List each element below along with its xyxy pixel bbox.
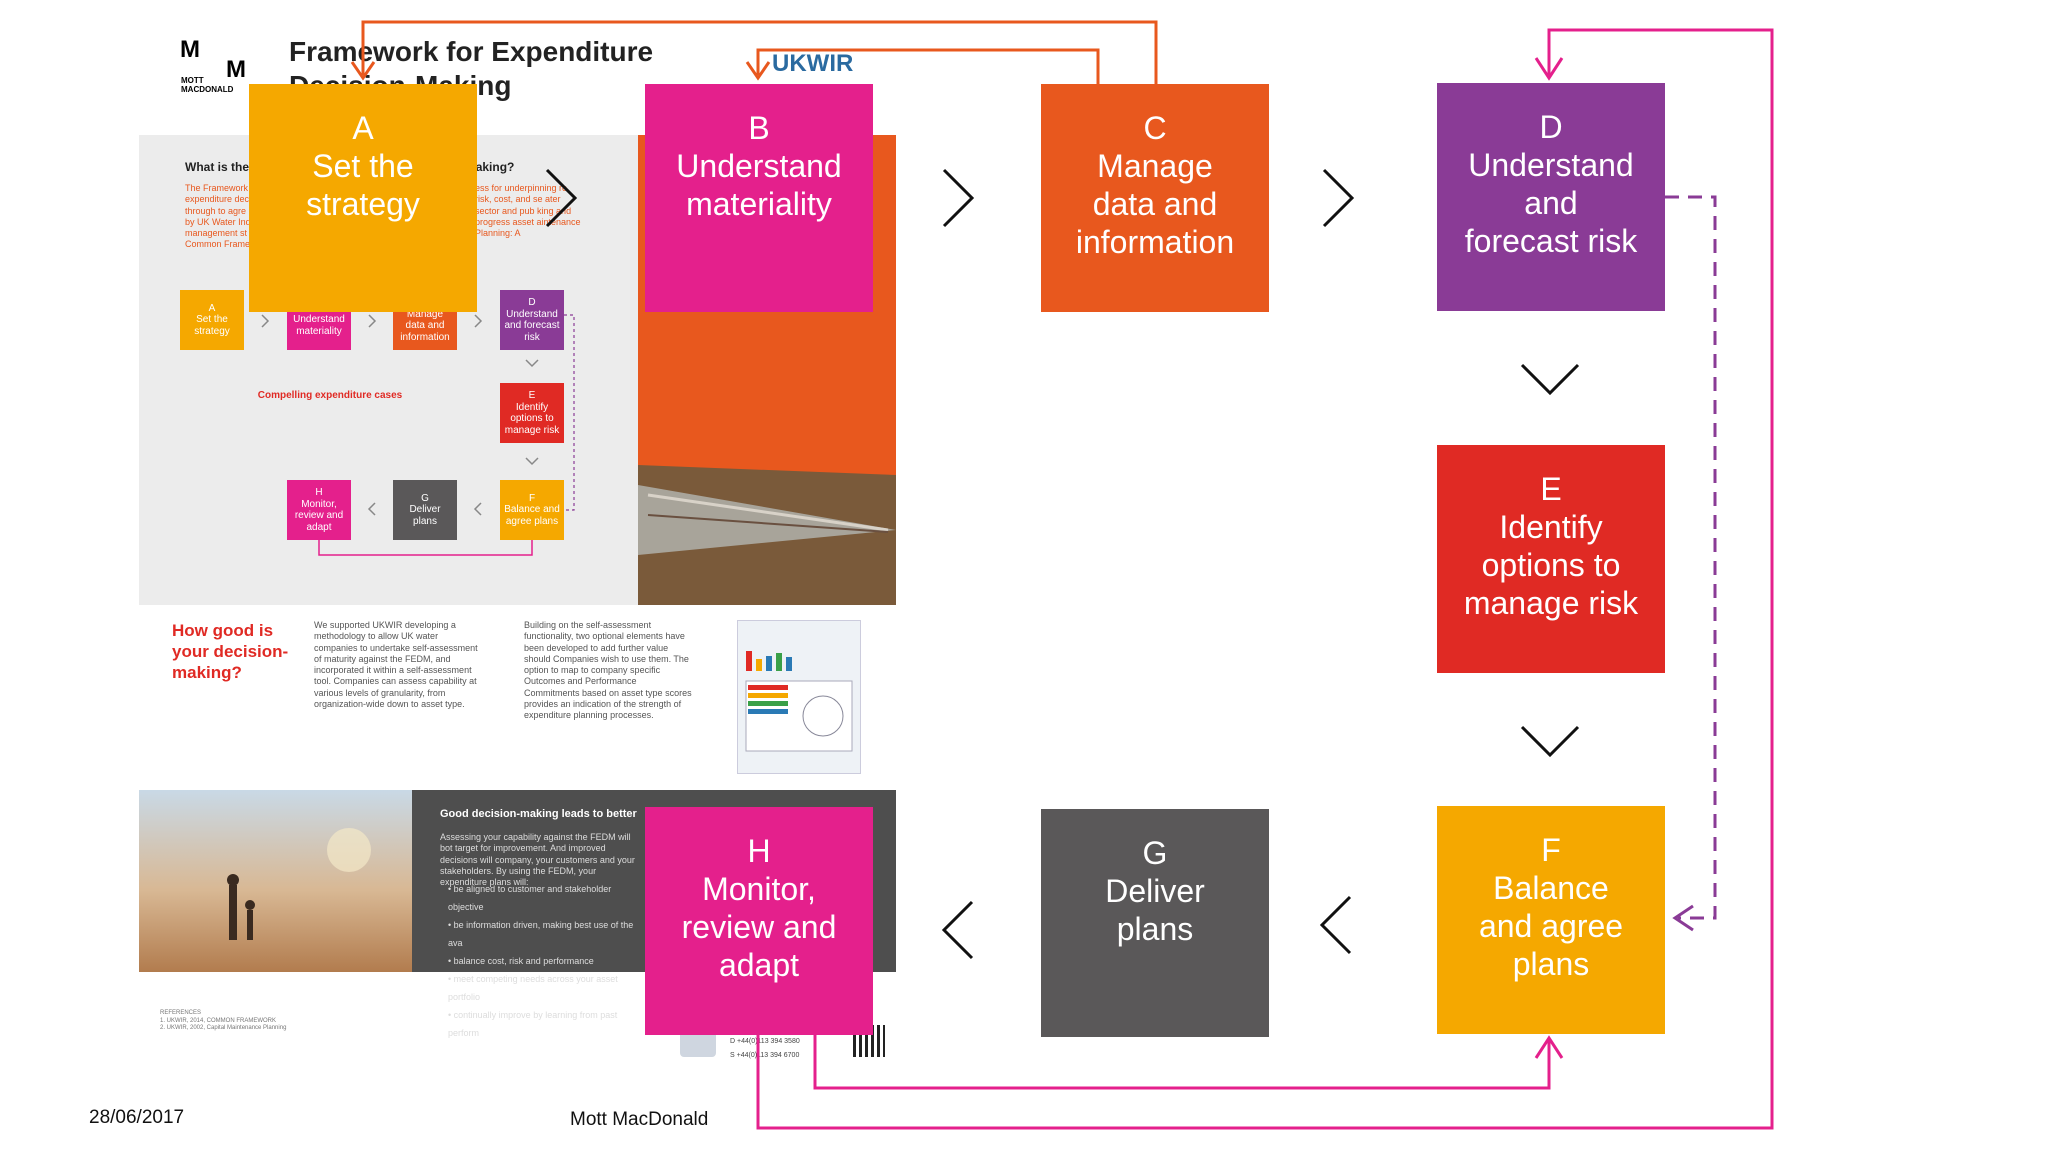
step-h-letter: H bbox=[747, 833, 771, 869]
poster-good-decisions-text: Assessing your capability against the FE… bbox=[440, 832, 635, 887]
mini-step-f: F Balance and agree plans bbox=[500, 480, 564, 540]
step-a-set-strategy: A Set the strategy bbox=[249, 84, 477, 312]
poster-intro-text-2: ess for underpinning re risk, cost, and … bbox=[475, 183, 581, 238]
chevron-right-icon bbox=[545, 168, 578, 228]
poster-family-photo bbox=[139, 790, 412, 972]
logo-m-large: M bbox=[180, 36, 200, 63]
footer-date: 28/06/2017 bbox=[89, 1107, 185, 1128]
step-b-letter: B bbox=[748, 110, 770, 146]
step-h-label: Monitor, review and adapt bbox=[681, 871, 837, 983]
poster-column-2: Building on the self-assessment function… bbox=[524, 620, 692, 720]
step-c-letter: C bbox=[1143, 110, 1167, 146]
mini-arrows bbox=[261, 314, 575, 556]
step-b-understand-materiality: B Understand materiality bbox=[645, 84, 873, 312]
mini-step-g: G Deliver plans bbox=[393, 480, 457, 540]
step-b-label: Understand materiality bbox=[676, 148, 842, 222]
step-f-letter: F bbox=[1541, 832, 1561, 868]
chevron-down-icon bbox=[1520, 725, 1580, 758]
pipeline-photo bbox=[638, 465, 896, 605]
footer-company: Mott MacDonald bbox=[570, 1109, 709, 1130]
chevron-left-icon bbox=[1319, 895, 1352, 955]
poster-column-1: We supported UKWIR developing a methodol… bbox=[314, 620, 478, 709]
step-d-forecast-risk: D Understand and forecast risk bbox=[1437, 83, 1665, 311]
chevron-right-icon bbox=[942, 168, 975, 228]
step-d-letter: D bbox=[1539, 109, 1563, 145]
step-h-monitor-review: H Monitor, review and adapt bbox=[645, 807, 873, 1035]
step-g-deliver-plans: G Deliver plans bbox=[1041, 809, 1269, 1037]
step-e-letter: E bbox=[1540, 471, 1562, 507]
poster-good-decisions: Good decision-making leads to better bbox=[440, 808, 637, 820]
step-c-label: Manage data and information bbox=[1075, 148, 1235, 260]
step-f-balance-plans: F Balance and agree plans bbox=[1437, 806, 1665, 1034]
chevron-right-icon bbox=[1322, 168, 1355, 228]
step-c-manage-data: C Manage data and information bbox=[1041, 84, 1269, 312]
step-g-letter: G bbox=[1142, 835, 1168, 871]
poster-dashboard-thumbnail bbox=[737, 620, 861, 774]
poster-how-good: How good is your decision-making? bbox=[172, 621, 289, 682]
poster-bullet-list: • be aligned to customer and stakeholder… bbox=[448, 884, 634, 1038]
mini-compelling-label: Compelling expenditure cases bbox=[257, 390, 403, 401]
mini-step-a: A Set the strategy bbox=[180, 290, 244, 350]
chevron-left-icon bbox=[941, 900, 974, 960]
mini-step-h: H Monitor, review and adapt bbox=[287, 480, 351, 540]
step-f-label: Balance and agree plans bbox=[1478, 870, 1624, 982]
step-a-label: Set the strategy bbox=[306, 148, 420, 222]
ukwir-logo: UKWIR bbox=[772, 50, 854, 77]
mini-step-d: D Understand and forecast risk bbox=[500, 290, 564, 350]
chevron-down-icon bbox=[1520, 363, 1580, 396]
step-e-identify-options: E Identify options to manage risk bbox=[1437, 445, 1665, 673]
mini-step-e: E Identify options to manage risk bbox=[500, 383, 564, 443]
step-e-label: Identify options to manage risk bbox=[1463, 509, 1639, 621]
step-d-label: Understand and forecast risk bbox=[1464, 147, 1638, 259]
step-a-letter: A bbox=[352, 110, 374, 146]
logo-m-large-2: M bbox=[226, 56, 246, 83]
poster-intro-text: The Framework expenditure dec through to… bbox=[185, 183, 251, 250]
step-g-label: Deliver plans bbox=[1105, 873, 1205, 947]
